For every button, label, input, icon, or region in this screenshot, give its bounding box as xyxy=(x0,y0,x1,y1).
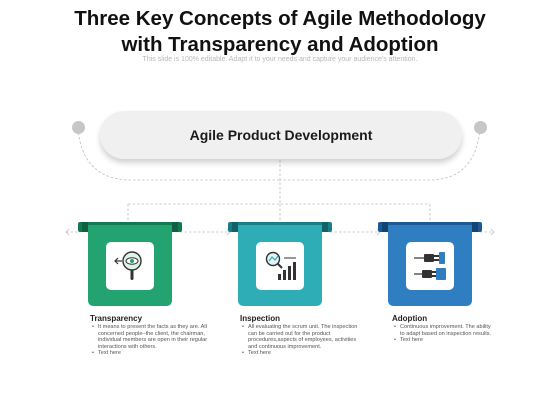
icon-tile xyxy=(406,242,454,290)
central-topic-pill: Agile Product Development xyxy=(100,111,462,159)
bullet-item: All evaluating the scrum unit. The inspe… xyxy=(242,324,360,350)
concept-bullets-inspection: All evaluating the scrum unit. The inspe… xyxy=(242,324,360,357)
icon-tile xyxy=(106,242,154,290)
concept-title-transparency: Transparency xyxy=(90,314,143,323)
arrow-head-left xyxy=(65,228,70,236)
concept-title-inspection: Inspection xyxy=(240,314,281,323)
slide-subtitle: This slide is 100% editable. Adapt it to… xyxy=(142,56,418,63)
title-line-1: Three Key Concepts of Agile Methodology xyxy=(74,7,486,30)
bullet-item: Text here xyxy=(92,350,210,357)
slide-title: Three Key Concepts of Agile Methodology … xyxy=(0,6,560,58)
arrow-head-right xyxy=(490,228,495,236)
title-line-2: with Transparency and Adoption xyxy=(121,33,439,56)
concept-bullets-adoption: Continuous improvement. The ability to a… xyxy=(394,324,494,344)
bullet-item: Continuous improvement. The ability to a… xyxy=(394,324,494,337)
bullet-item: It means to present the facts as they ar… xyxy=(92,324,210,350)
bullet-item: Text here xyxy=(394,337,494,344)
concept-bullets-transparency: It means to present the facts as they ar… xyxy=(92,324,210,357)
magnifier-chart-icon xyxy=(265,251,296,280)
magnifier-eye-icon xyxy=(114,251,142,280)
icon-tile xyxy=(256,242,304,290)
concept-card-inspection xyxy=(228,222,332,308)
bullet-item: Text here xyxy=(242,350,360,357)
plug-adapter-icon xyxy=(414,252,446,280)
left-connector-dot xyxy=(72,121,85,134)
right-connector-dot xyxy=(474,121,487,134)
concept-card-adoption xyxy=(378,222,482,308)
central-topic-label: Agile Product Development xyxy=(189,127,373,143)
right-arc-connector xyxy=(280,127,481,181)
concept-title-adoption: Adoption xyxy=(392,314,428,323)
concept-card-transparency xyxy=(78,222,182,308)
left-arc-connector xyxy=(77,127,280,181)
